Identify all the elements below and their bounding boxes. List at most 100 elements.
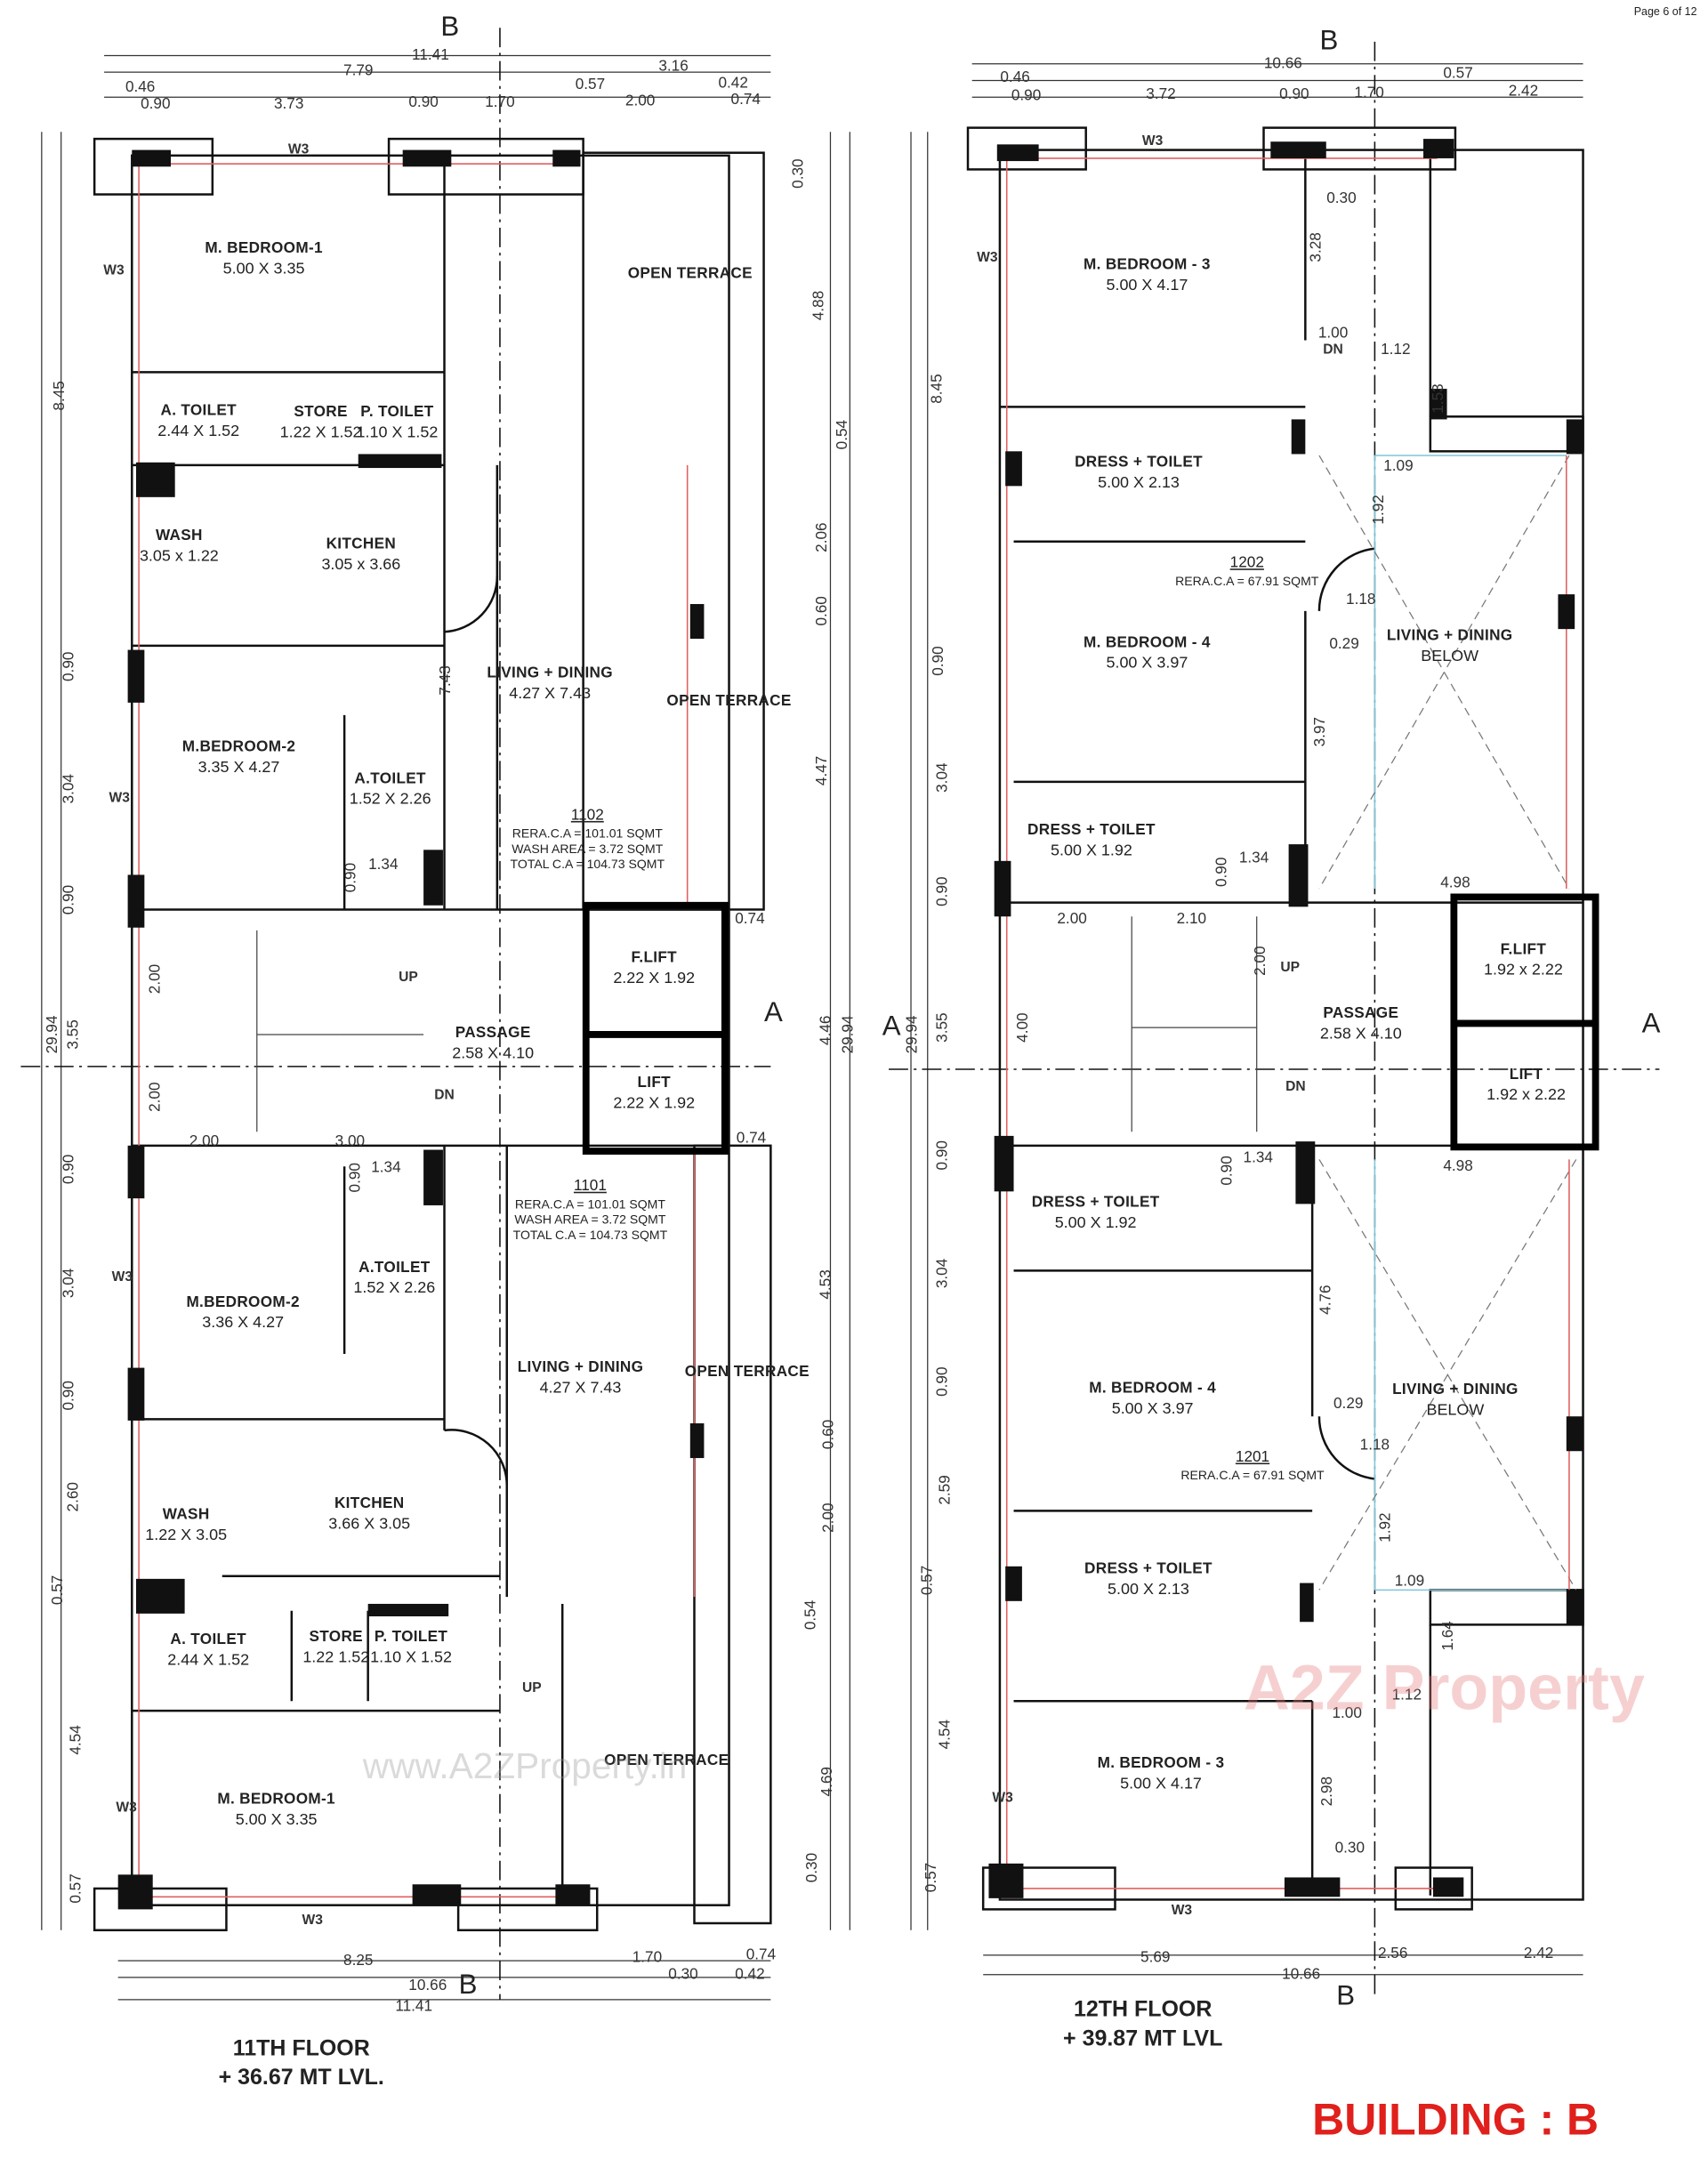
- room-name: M. BEDROOM - 4: [1084, 634, 1211, 652]
- section-lines: [20, 28, 1660, 2000]
- dimension-label: 5.69: [1140, 1949, 1171, 1967]
- dimension-label: 1.70: [632, 1949, 663, 1967]
- columns-11th-floor: [117, 149, 705, 1910]
- room-name: LIFT: [637, 1075, 671, 1092]
- lift-core-11th-floor: [582, 901, 729, 1155]
- dimension-label: 29.94: [904, 1015, 921, 1054]
- dimension-label: 2.00: [820, 1502, 838, 1533]
- unit-area-line: RERA.C.A = 101.01 SQMT: [512, 826, 663, 841]
- floor-12-title: 12TH FLOOR + 39.87 MT LVL: [1063, 1997, 1222, 2055]
- dimension-label: 0.57: [68, 1873, 85, 1904]
- dimension-label: 0.74: [736, 1130, 767, 1148]
- room-size: 1.10 X 1.52: [370, 1648, 452, 1666]
- room-size: 3.05 x 3.66: [321, 556, 401, 574]
- floor-12-level: + 39.87 MT LVL: [1063, 2026, 1223, 2051]
- room-name: OPEN TERRACE: [666, 693, 792, 710]
- dimension-label: 0.90: [934, 1366, 952, 1397]
- dimension-label: 1.18: [1346, 591, 1376, 608]
- unit-number: 1202: [1229, 554, 1264, 572]
- room-size: 5.00 X 3.35: [235, 1811, 318, 1829]
- unit-area-line: TOTAL C.A = 104.73 SQMT: [512, 1228, 668, 1243]
- unit-area-line: RERA.C.A = 101.01 SQMT: [514, 1196, 665, 1212]
- plan-tag: W3: [103, 262, 125, 278]
- section-mark-a-right-2: A: [1641, 1009, 1661, 1040]
- dimension-label: 11.41: [412, 47, 449, 64]
- dimension-label: 0.54: [834, 419, 851, 450]
- dimension-label: 4.54: [937, 1719, 955, 1750]
- dimension-label: 8.25: [343, 1952, 374, 1970]
- room-name: LIVING + DINING: [487, 665, 613, 682]
- dimension-label: 0.90: [342, 862, 360, 893]
- room-size: 3.35 X 4.27: [197, 759, 280, 777]
- unit-area-line: WASH AREA = 3.72 SQMT: [514, 1212, 666, 1227]
- plan-tag: W3: [1171, 1903, 1193, 1919]
- dimension-label: 2.06: [813, 522, 831, 552]
- room-size: 2.44 X 1.52: [157, 423, 240, 440]
- dimension-label: 4.53: [818, 1269, 835, 1300]
- dimension-label: 1.34: [1243, 1149, 1273, 1167]
- dimension-label: 0.30: [803, 1852, 821, 1883]
- building-label: BUILDING : B: [1312, 2093, 1599, 2145]
- section-mark-a-right-1: A: [882, 1011, 901, 1043]
- dimension-label: 29.94: [44, 1015, 61, 1054]
- room-size: 1.10 X 1.52: [356, 424, 439, 441]
- room-name: DRESS + TOILET: [1075, 454, 1203, 471]
- dimension-label: 2.42: [1523, 1945, 1554, 1962]
- dimension-label: 0.60: [820, 1419, 838, 1450]
- dimension-label: 1.00: [1332, 1704, 1362, 1722]
- dimension-label: 0.90: [930, 646, 947, 676]
- dimension-label: 0.90: [60, 1381, 78, 1411]
- dimension-label: 3.72: [1146, 85, 1176, 103]
- room-size: 5.00 X 4.17: [1120, 1776, 1202, 1792]
- room-name: P. TOILET: [360, 404, 434, 421]
- room-name: PASSAGE: [455, 1024, 531, 1042]
- dimension-label: 2.00: [624, 93, 656, 110]
- dimension-label: 0.74: [730, 92, 761, 109]
- dimension-label: 8.45: [51, 381, 68, 411]
- dimension-label: 1.12: [1391, 1687, 1422, 1704]
- dimension-label: 0.74: [745, 1946, 777, 1964]
- room-name: M. BEDROOM-1: [217, 1791, 335, 1808]
- room-name: WASH: [162, 1506, 210, 1524]
- dimension-label: 4.76: [1317, 1285, 1335, 1315]
- room-name: LIVING + DINING: [517, 1359, 644, 1376]
- staircase-12th-floor: [1131, 916, 1258, 1132]
- room-name: M. BEDROOM - 3: [1084, 256, 1211, 274]
- dimension-label: 4.98: [1443, 1157, 1473, 1175]
- dimension-label: 4.54: [68, 1725, 85, 1755]
- staircase-11th-floor: [256, 930, 424, 1132]
- dimension-label: 2.56: [1377, 1945, 1408, 1962]
- dimension-label: 0.90: [408, 94, 439, 111]
- dimension-label: 1.09: [1383, 458, 1414, 475]
- dimension-label: 4.00: [1015, 1012, 1032, 1043]
- room-name: LIVING + DINING: [1392, 1381, 1519, 1398]
- plan-tag: DN: [1323, 342, 1343, 358]
- room-size: 3.05 x 1.22: [139, 548, 219, 565]
- dimension-label: 0.54: [802, 1599, 819, 1631]
- dimension-label: 0.42: [718, 75, 748, 93]
- dimension-label: 2.59: [937, 1475, 955, 1505]
- room-name: M.BEDROOM-2: [186, 1293, 300, 1311]
- room-name: LIVING + DINING: [1386, 627, 1513, 645]
- dimension-label: 1.12: [1381, 342, 1411, 358]
- watermark-logo: A2Z Property: [1243, 1651, 1645, 1724]
- room-size: 3.66 X 3.05: [328, 1516, 411, 1533]
- dimension-label: 0.90: [60, 884, 78, 915]
- dimension-label: 2.42: [1508, 83, 1539, 101]
